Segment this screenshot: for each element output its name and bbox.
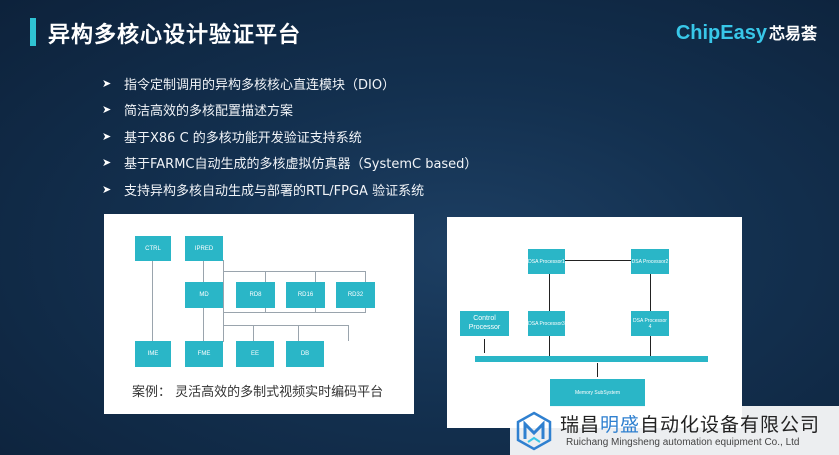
diagram-caption: 案例： 灵活高效的多制式视频实时编码平台 bbox=[132, 385, 384, 400]
connector-line bbox=[223, 312, 366, 313]
arrow-bullet-icon: ➤ bbox=[102, 182, 112, 196]
multicore-system-diagram: DSA Processor1 DSA Processor2 DSA Proces… bbox=[447, 217, 742, 428]
company-name-en: Ruichang Mingsheng automation equipment … bbox=[566, 437, 800, 448]
connector-line bbox=[152, 260, 153, 342]
feature-text: 指令定制调用的异构多核核心直连模块（DIO） bbox=[124, 77, 396, 93]
block-db: DB bbox=[286, 341, 324, 367]
video-encoder-diagram: CTRL IPRED MD RD8 RD16 RD32 IME FME EE D… bbox=[104, 214, 414, 414]
block-md: MD bbox=[185, 282, 223, 308]
connector-line bbox=[265, 308, 266, 313]
logo-text-cn: 芯易荟 bbox=[768, 24, 817, 43]
block-fme: FME bbox=[185, 341, 223, 367]
connector-line bbox=[298, 325, 299, 341]
connector-line bbox=[223, 271, 366, 272]
feature-item: ➤ 基于X86 C 的多核功能开发验证支持系统 bbox=[102, 123, 477, 150]
block-ctrl: CTRL bbox=[135, 236, 171, 261]
dsa-processor-1: DSA Processor1 bbox=[528, 249, 565, 274]
company-name-part: 自动化设备有限公司 bbox=[640, 414, 821, 436]
company-name-cn: 瑞昌明盛自动化设备有限公司 bbox=[560, 410, 820, 437]
feature-text: 基于X86 C 的多核功能开发验证支持系统 bbox=[124, 130, 362, 146]
connector-line bbox=[315, 271, 316, 282]
block-ee: EE bbox=[236, 341, 274, 367]
connector-line bbox=[223, 260, 224, 342]
feature-text: 基于FARMC自动生成的多核虚拟仿真器（SystemC based） bbox=[124, 157, 478, 173]
connector-line bbox=[565, 260, 631, 261]
arrow-bullet-icon: ➤ bbox=[102, 156, 112, 170]
connector-line bbox=[365, 308, 366, 313]
feature-text: 简洁高效的多核配置描述方案 bbox=[124, 104, 294, 120]
system-bus bbox=[475, 356, 708, 362]
block-rd8: RD8 bbox=[236, 282, 275, 308]
connector-line bbox=[549, 274, 550, 311]
connector-line bbox=[253, 325, 254, 341]
feature-item: ➤ 基于FARMC自动生成的多核虚拟仿真器（SystemC based） bbox=[102, 150, 477, 177]
block-rd32: RD32 bbox=[336, 282, 375, 308]
block-ime: IME bbox=[135, 341, 171, 367]
connector-line bbox=[265, 271, 266, 282]
feature-item: ➤ 指令定制调用的异构多核核心直连模块（DIO） bbox=[102, 70, 477, 97]
block-rd16: RD16 bbox=[286, 282, 325, 308]
title-accent-bar bbox=[30, 18, 36, 46]
company-name-highlight: 明盛 bbox=[600, 414, 641, 436]
control-processor: Control Processor bbox=[460, 311, 509, 336]
arrow-bullet-icon: ➤ bbox=[102, 103, 112, 117]
company-watermark: 瑞昌明盛自动化设备有限公司 Ruichang Mingsheng automat… bbox=[510, 406, 839, 455]
connector-line bbox=[348, 325, 349, 341]
feature-text: 支持异构多核自动生成与部署的RTL/FPGA 验证系统 bbox=[124, 183, 425, 199]
dsa-processor-2: DSA Processor2 bbox=[631, 249, 669, 274]
arrow-bullet-icon: ➤ bbox=[102, 76, 112, 90]
bus-arrow bbox=[484, 339, 485, 353]
page-title: 异构多核心设计验证平台 bbox=[48, 23, 302, 48]
connector-line bbox=[365, 271, 366, 282]
connector-line bbox=[650, 274, 651, 311]
feature-item: ➤ 简洁高效的多核配置描述方案 bbox=[102, 97, 477, 124]
dsa-processor-3: DSA Processor3 bbox=[528, 311, 565, 336]
logo-text-en: ChipEasy bbox=[675, 22, 767, 44]
memory-subsystem: Memory SubSystem bbox=[550, 379, 645, 407]
connector-line bbox=[223, 325, 348, 326]
feature-list: ➤ 指令定制调用的异构多核核心直连模块（DIO） ➤ 简洁高效的多核配置描述方案 ➤… bbox=[102, 70, 477, 203]
feature-item: ➤ 支持异构多核自动生成与部署的RTL/FPGA 验证系统 bbox=[102, 176, 477, 203]
connector-line bbox=[549, 336, 550, 356]
connector-line bbox=[650, 336, 651, 356]
arrow-bullet-icon: ➤ bbox=[102, 129, 112, 143]
connector-line bbox=[315, 308, 316, 313]
bus-arrow bbox=[597, 363, 598, 377]
dsa-processor-4: DSA Processor 4 bbox=[631, 311, 669, 336]
company-logo-icon bbox=[516, 411, 552, 451]
block-ipred: IPRED bbox=[185, 236, 223, 261]
company-name-part: 瑞昌 bbox=[560, 414, 601, 436]
